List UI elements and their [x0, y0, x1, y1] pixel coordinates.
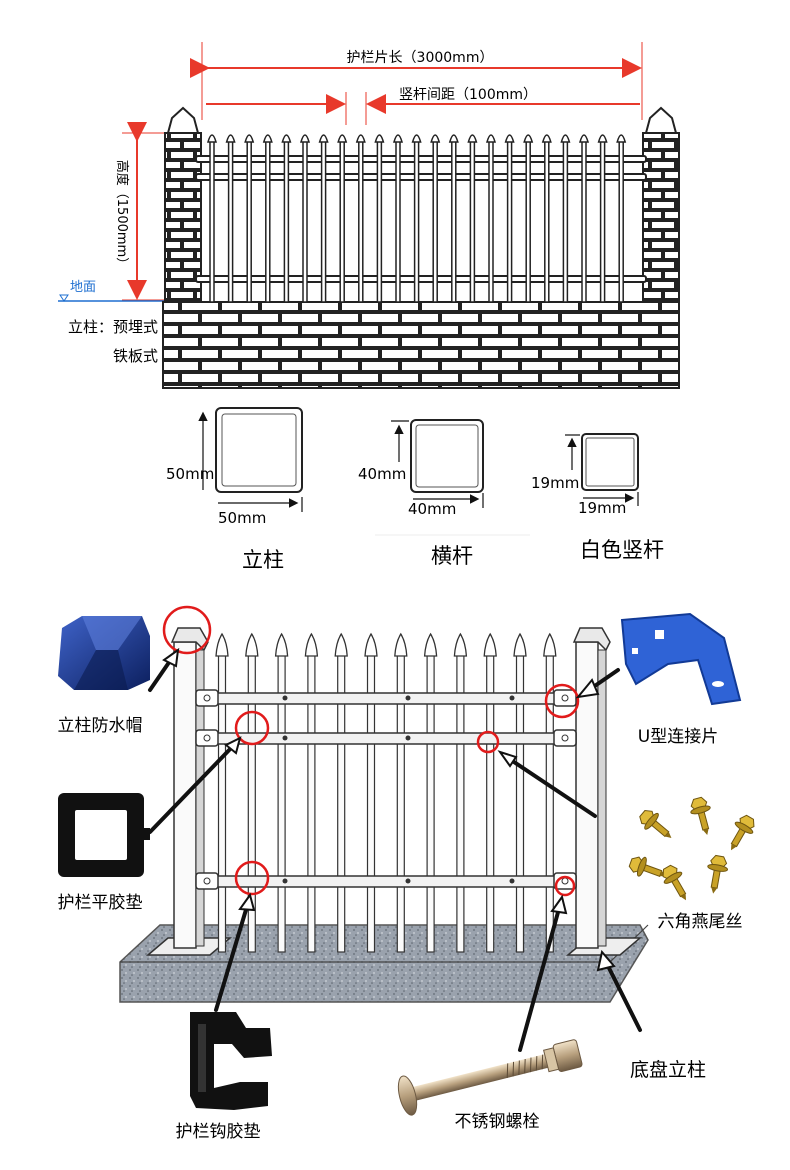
pointer-heads — [162, 647, 616, 972]
top-picket — [504, 134, 515, 303]
callout-u-bracket — [544, 683, 580, 719]
hex-screw — [707, 854, 729, 894]
fence-assembly-illustration: 立柱防水帽 U型连接片 护栏平胶垫 六角燕尾丝 护栏钩胶垫 — [58, 605, 755, 1142]
top-picket — [579, 134, 589, 303]
top-picket — [281, 134, 292, 303]
stainless-bolt-image — [397, 1039, 583, 1116]
top-picket — [541, 134, 552, 303]
picket-width-label: 19mm — [578, 499, 626, 517]
picket — [364, 632, 378, 953]
top-picket — [560, 134, 571, 303]
picket-name: 白色竖杆 — [580, 538, 664, 562]
top-picket — [486, 134, 496, 303]
top-picket — [225, 134, 236, 303]
callout-hook-pad — [234, 860, 270, 896]
top-picket — [355, 134, 366, 303]
hex-screw — [662, 864, 687, 901]
hex-screw — [730, 814, 755, 851]
base-post-label: 底盘立柱 — [630, 1059, 706, 1081]
top-fence-panel — [195, 134, 647, 303]
right-brick-pillar — [642, 132, 680, 304]
rail-name: 横杆 — [431, 544, 473, 568]
picket — [453, 632, 468, 953]
u-bracket-image — [620, 612, 742, 706]
rail-profile: 40mm 40mm 横杆 — [358, 419, 530, 568]
hex-screws-image — [628, 796, 755, 901]
post-width-label: 50mm — [218, 509, 266, 527]
ground-label: 地面 — [70, 280, 96, 295]
top-picket — [448, 134, 459, 303]
picket-group — [215, 632, 557, 953]
hook-rubber-pad-image — [190, 1012, 272, 1110]
picket — [274, 632, 289, 953]
picket — [543, 632, 557, 953]
top-picket — [597, 134, 608, 303]
u-brackets — [195, 689, 577, 890]
hex-screw — [690, 796, 711, 836]
length-label: 护栏片长（3000mm） — [347, 50, 494, 66]
flat-rubber-pad-label: 护栏平胶垫 — [58, 893, 143, 913]
picket — [245, 632, 259, 953]
callout-bolt — [554, 875, 576, 897]
height-label: 高度（1500mm） — [114, 160, 130, 270]
picket — [334, 632, 348, 953]
picket-height-label: 19mm — [531, 474, 579, 492]
picket — [394, 632, 408, 953]
hex-screws-label: 六角燕尾丝 — [658, 912, 743, 932]
picket — [483, 632, 497, 953]
top-picket — [337, 134, 348, 303]
top-picket — [430, 134, 441, 303]
spacing-label: 竖杆间距（100mm） — [399, 87, 537, 103]
top-picket — [467, 134, 478, 303]
top-picket — [244, 134, 255, 303]
callout-post-cap — [162, 605, 212, 655]
callout-screw — [476, 730, 500, 754]
hook-rubber-pad-label: 护栏钩胶垫 — [176, 1122, 261, 1142]
picket — [423, 632, 438, 953]
picket — [215, 632, 229, 953]
right-pillar-cap — [644, 106, 678, 134]
top-picket — [300, 134, 310, 303]
u-bracket-label: U型连接片 — [638, 727, 718, 747]
rail-width-label: 40mm — [408, 500, 456, 518]
brick-base-wall — [162, 301, 680, 389]
picket — [304, 632, 319, 953]
left-brick-pillar — [164, 132, 202, 304]
top-picket — [393, 134, 403, 303]
post-mount-label: 立柱：预埋式 — [68, 318, 158, 336]
flat-rubber-pad-image — [58, 793, 150, 877]
post-profile: 50mm 50mm 立柱 — [166, 407, 303, 572]
post-cap-image — [58, 616, 150, 690]
stainless-bolt-label: 不锈钢螺栓 — [455, 1112, 540, 1132]
post-name: 立柱 — [242, 548, 284, 572]
left-pillar-cap — [166, 106, 200, 134]
plate-mount-label: 铁板式 — [113, 347, 158, 365]
callout-flat-pad — [234, 710, 270, 746]
profile-sections: 50mm 50mm 立柱 40mm 40mm 横杆 19mm 19mm — [166, 407, 664, 572]
picket — [513, 632, 527, 953]
post-height-label: 50mm — [166, 465, 214, 483]
top-picket — [411, 134, 422, 303]
top-picket — [523, 134, 534, 303]
hex-screw — [639, 809, 672, 838]
picket-profile: 19mm 19mm 白色竖杆 — [531, 433, 664, 562]
top-picket — [374, 134, 385, 303]
top-picket — [262, 134, 273, 303]
top-picket — [207, 134, 217, 303]
top-picket — [318, 134, 329, 303]
top-elevation-drawing: 护栏片长（3000mm） 竖杆间距（100mm） 高度（1500mm） 地面 立… — [58, 42, 680, 389]
top-picket — [616, 134, 627, 303]
hex-screw — [628, 856, 667, 877]
post-cap-label: 立柱防水帽 — [58, 716, 143, 736]
rail-height-label: 40mm — [358, 465, 406, 483]
